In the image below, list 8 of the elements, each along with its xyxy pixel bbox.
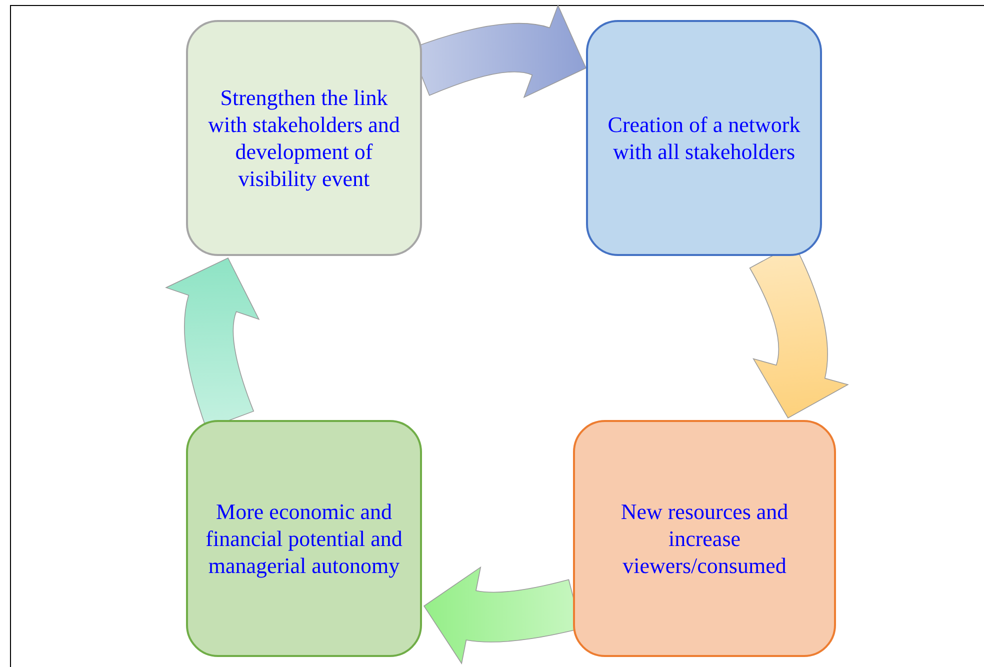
step-text: More economic and financial potential and managerial autonomy (204, 498, 404, 579)
process-box (186, 420, 422, 657)
process-box (186, 20, 422, 256)
process-box (586, 20, 822, 256)
step-text: Strengthen the link with stakeholders and development of visibility event (207, 84, 401, 192)
step-text: Creation of a network with all stakeholders (606, 111, 802, 165)
process-box (573, 420, 836, 657)
step-text: New resources and increase viewers/consumed (620, 498, 790, 579)
